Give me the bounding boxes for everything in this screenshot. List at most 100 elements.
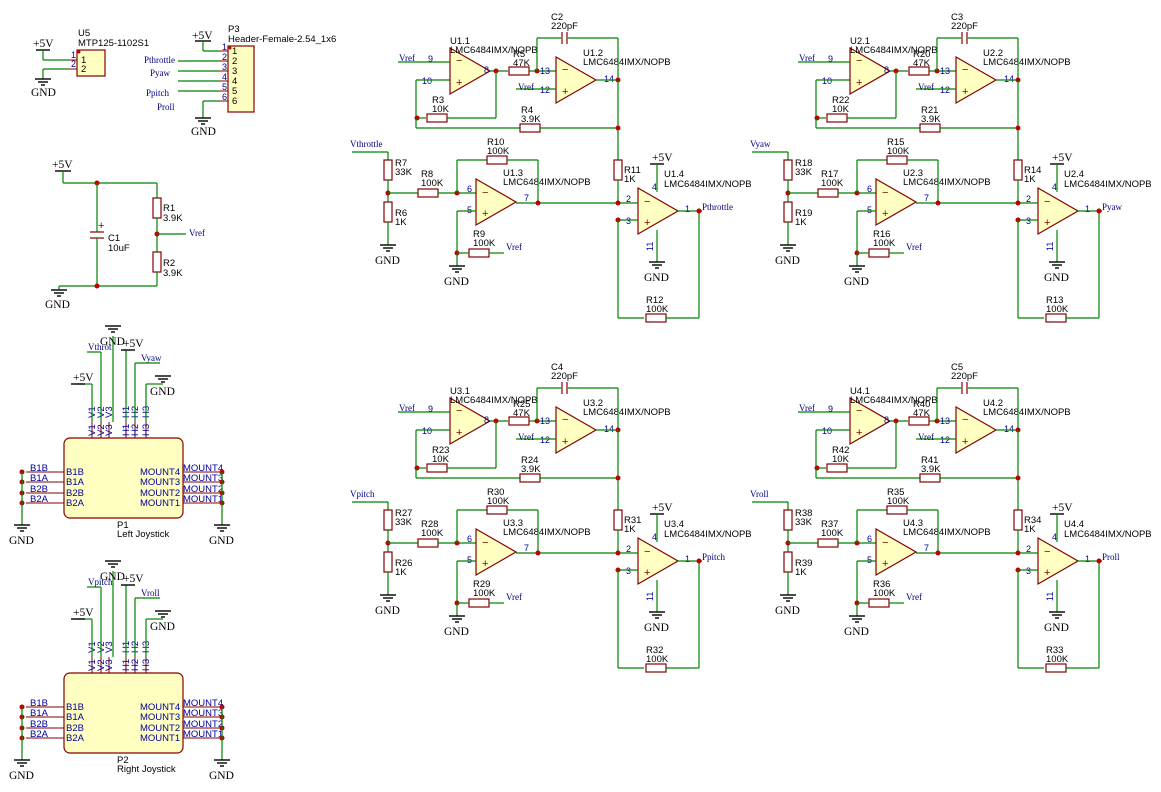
top-pin-V2: V2 [96,424,107,436]
vref-gnd-symbol [51,286,67,297]
right-pin-MOUNT4: MOUNT4 [183,698,223,709]
res-d-ref: R15 [887,137,904,148]
svg-text:+: + [882,558,888,570]
resistor-R35 [886,505,908,515]
opamp4-5v-yaw-label: +5V [1052,152,1073,164]
svg-text:13: 13 [940,416,950,426]
opamp-U1.1 [449,46,492,96]
svg-text:2: 2 [1026,194,1031,204]
c1-capacitor: + [90,220,104,239]
output-label: Pthrottle [702,202,733,212]
svg-text:1: 1 [1085,554,1090,564]
opamp1-ref: U4.1 [850,386,870,397]
left-pin-B2A: B2A [30,494,49,505]
top-pin-label-V3: V3 [104,406,115,418]
cap-val: 220pF [551,21,578,32]
resistor-R29 [468,598,490,608]
joystick-left-gnd-label: GND [9,535,34,547]
res-e-val: 33K [395,167,413,178]
opamp4-part: LMC6484IMX/NOPB [1064,179,1152,190]
input-label: Vthrottle [350,139,383,149]
top-pin-V3: V3 [104,659,115,671]
left-pin-B1B: B1B [30,698,48,709]
left-pin-label-B1A: B1A [66,712,85,723]
res-c-val: 3.9K [921,464,941,475]
gnd-opamp3-pitch-label: GND [444,626,469,638]
res-a-val: 47K [913,58,931,69]
opamp1-part: LMC6484IMX/NOPB [850,395,938,406]
input-label: Vroll [750,489,769,499]
gnd-opamp3-roll [849,615,865,623]
right-pin-label-MOUNT2: MOUNT2 [140,723,180,734]
svg-text:1: 1 [685,554,690,564]
junction [814,115,820,121]
svg-text:14: 14 [1004,74,1014,84]
svg-text:−: − [962,414,968,426]
svg-text:14: 14 [604,424,614,434]
res-d-ref: R30 [487,487,504,498]
u5-power-connector: U5 MTP125-1102S1 1 2 1 2 +5V GND [31,28,149,99]
p3-pin-3: 3 [222,62,227,72]
gnd-input-yaw-label: GND [775,255,800,267]
svg-text:9: 9 [428,54,433,64]
opamp1-vref-label: Vref [799,53,815,63]
svg-text:11: 11 [645,242,655,251]
svg-text:−: − [882,537,888,549]
resistor-R17 [817,188,839,198]
res-e-val: 33K [795,167,813,178]
res-k-ref: R12 [646,295,663,306]
res-e-ref: R27 [395,508,412,519]
res-i-ref: R11 [624,165,641,176]
gnd-opamp3-yaw-label: GND [844,276,869,288]
output-label: Proll [1102,552,1120,562]
resistor-R15 [886,155,908,165]
gnd-opamp3-throttle [449,265,465,273]
u5-5v-label: +5V [33,38,54,50]
opamp1-vref-label: Vref [799,403,815,413]
junction [615,550,621,556]
svg-text:10: 10 [422,426,432,436]
resistor-R18 [783,159,793,181]
left-pin-B2B: B2B [30,719,48,730]
res-i-ref: R34 [1024,515,1041,526]
svg-text:10: 10 [822,76,832,86]
svg-text:−: − [482,537,488,549]
svg-text:+: + [856,77,862,89]
opamp-U1.3 [475,177,518,227]
cap-ref: C2 [551,12,563,23]
svg-text:4: 4 [1052,182,1057,192]
resistor-R31 [613,509,623,531]
opamp3-ref: U4.3 [903,518,923,529]
opamp2-part: LMC6484IMX/NOPB [983,407,1071,418]
r2-resistor [152,251,162,273]
svg-text:13: 13 [540,416,550,426]
resistor-R30 [486,505,508,515]
p3-gnd-label: GND [191,126,216,138]
svg-text:11: 11 [1045,242,1055,251]
opamp3-vref-label: Vref [506,592,522,602]
res-g-val: 1K [395,217,407,228]
resistor-R33 [1045,663,1067,673]
top-pin-label-V3: V3 [104,641,115,653]
svg-text:12: 12 [940,85,950,95]
resistor-R42 [826,463,848,473]
top-pin-V1: V1 [87,424,98,436]
top-pin-H2: H2 [130,424,141,436]
top-pin-H3: H3 [141,659,152,671]
opamp3-vref-label: Vref [506,242,522,252]
res-a-val: 47K [513,58,531,69]
cap-val: 220pF [551,371,578,382]
res-e-ref: R7 [395,158,407,169]
opamp3-part: LMC6484IMX/NOPB [903,527,991,538]
res-f-ref: R37 [821,519,838,530]
svg-text:12: 12 [940,435,950,445]
joystick-h3-gnd-label: GND [150,621,175,633]
resistor-R9 [468,248,490,258]
svg-text:2: 2 [626,544,631,554]
svg-text:9: 9 [828,404,833,414]
svg-text:+: + [856,427,862,439]
